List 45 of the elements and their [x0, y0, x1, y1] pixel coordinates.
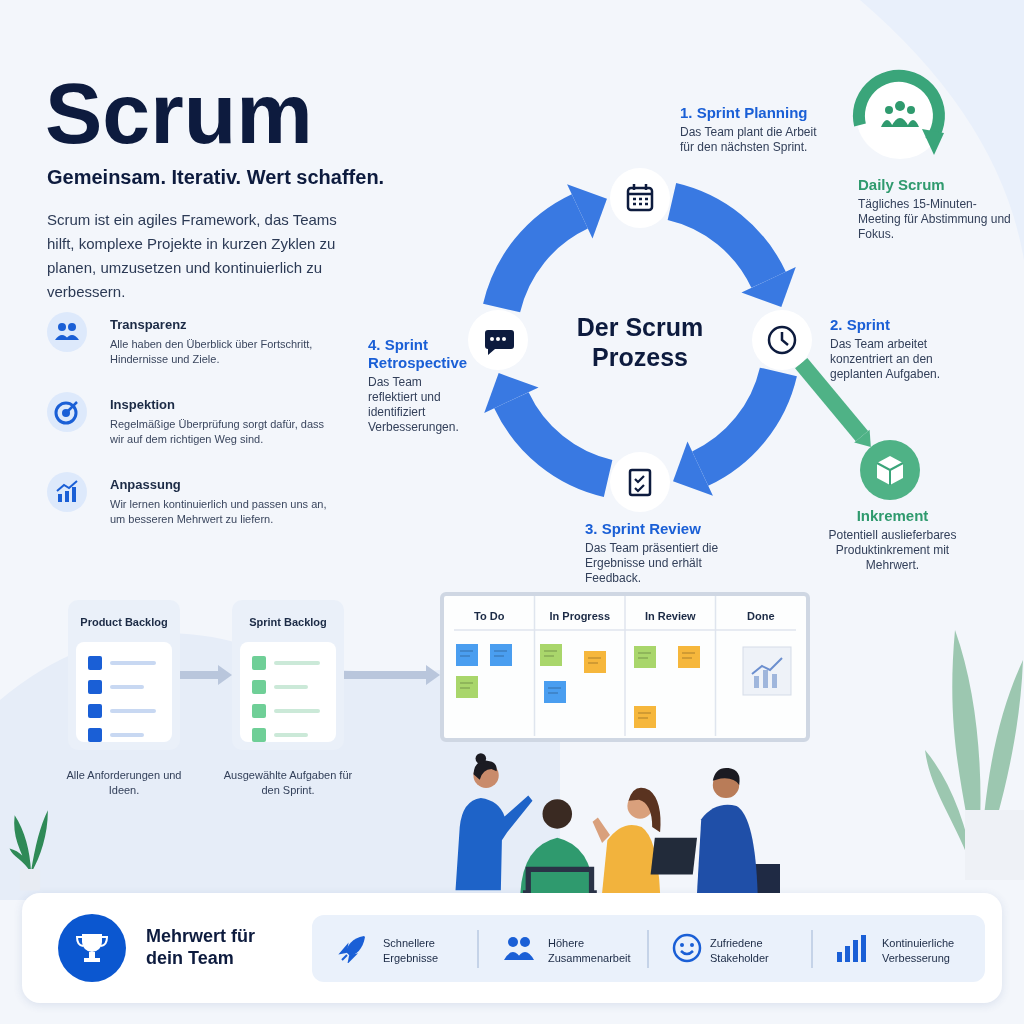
flow-arrow: [180, 665, 232, 685]
step-description: Tägliches 15-Minuten-Meeting für Abstimmung und Fokus.: [858, 197, 1012, 242]
principle-text: Regelmäßige Überprüfung sorgt dafür, dass wir auf dem richtigen Weg sind.: [110, 417, 325, 447]
cycle-arrow: [483, 185, 607, 314]
step-heading: 3. Sprint Review: [585, 520, 702, 538]
cycle-arrow: [666, 183, 795, 307]
step-heading: 1. Sprint Planning: [680, 104, 809, 122]
flow-arrow: [344, 665, 440, 685]
value-heading: Mehrwert für dein Team: [146, 925, 256, 969]
principle-text: Wir lernen kontinuierlich und passen uns an, um besseren Mehrwert zu liefern.: [110, 497, 328, 527]
principle-heading: Transparenz: [110, 317, 188, 332]
benefit-text: Kontinuierliche Verbesserung: [882, 936, 956, 966]
step-heading: Inkrement: [855, 507, 930, 525]
principle-heading: Anpassung: [110, 477, 182, 492]
step-description: Potentiell auslieferbares Produktinkrement mit Mehrwert.: [827, 528, 958, 573]
backlog-card: [232, 600, 344, 750]
column-heading: In Progress: [548, 610, 611, 622]
step-description: Das Team präsentiert die Ergebnisse und erhält Feedback.: [585, 541, 720, 586]
step-description: Das Team plant die Arbeit für den nächsten Sprint.: [680, 125, 818, 155]
column-heading: To Do: [473, 610, 506, 622]
benefit-text: Zufriedene Stakeholder: [710, 936, 770, 966]
cycle-arrow: [485, 373, 614, 497]
card-caption: Ausgewählte Aufgaben für den Sprint.: [222, 768, 354, 798]
tagline: Gemeinsam. Iterativ. Wert schaffen.: [47, 166, 386, 189]
step-heading: 2. Sprint: [830, 316, 891, 334]
step-heading: Daily Scrum: [858, 176, 946, 194]
backlog-card: [68, 600, 180, 750]
principle-heading: Inspektion: [110, 397, 176, 412]
cycle-arrow: [673, 366, 797, 495]
flow-arrow: [795, 357, 871, 447]
title: Scrum: [45, 68, 313, 158]
step-description: Das Team reflektiert und identifiziert Verbesserungen.: [368, 375, 460, 435]
step-description: Das Team arbeitet konzentriert an den geplanten Aufgaben.: [830, 337, 942, 382]
benefit-text: Höhere Zusammenarbeit: [548, 936, 632, 966]
card-heading: Sprint Backlog: [248, 616, 328, 628]
principle-text: Alle haben den Überblick über Fortschritt, Hindernisse und Ziele.: [110, 337, 314, 367]
kanban-board: [440, 592, 810, 742]
benefit-text: Schnellere Ergebnisse: [383, 936, 440, 966]
intro-text: Scrum ist ein agiles Framework, das Teams hilft, komplexe Projekte in kurzen Zyklen zu planen, umzusetzen und kontinuierlich zu verbessern.: [47, 210, 338, 302]
cycle-center-title: Der Scrum Prozess: [575, 312, 705, 372]
step-heading: 4. Sprint Retrospective: [368, 336, 466, 372]
card-caption: Alle Anforderungen und Ideen.: [65, 768, 183, 798]
card-heading: Product Backlog: [79, 616, 169, 628]
column-heading: Done: [746, 610, 776, 622]
column-heading: In Review: [643, 610, 697, 622]
